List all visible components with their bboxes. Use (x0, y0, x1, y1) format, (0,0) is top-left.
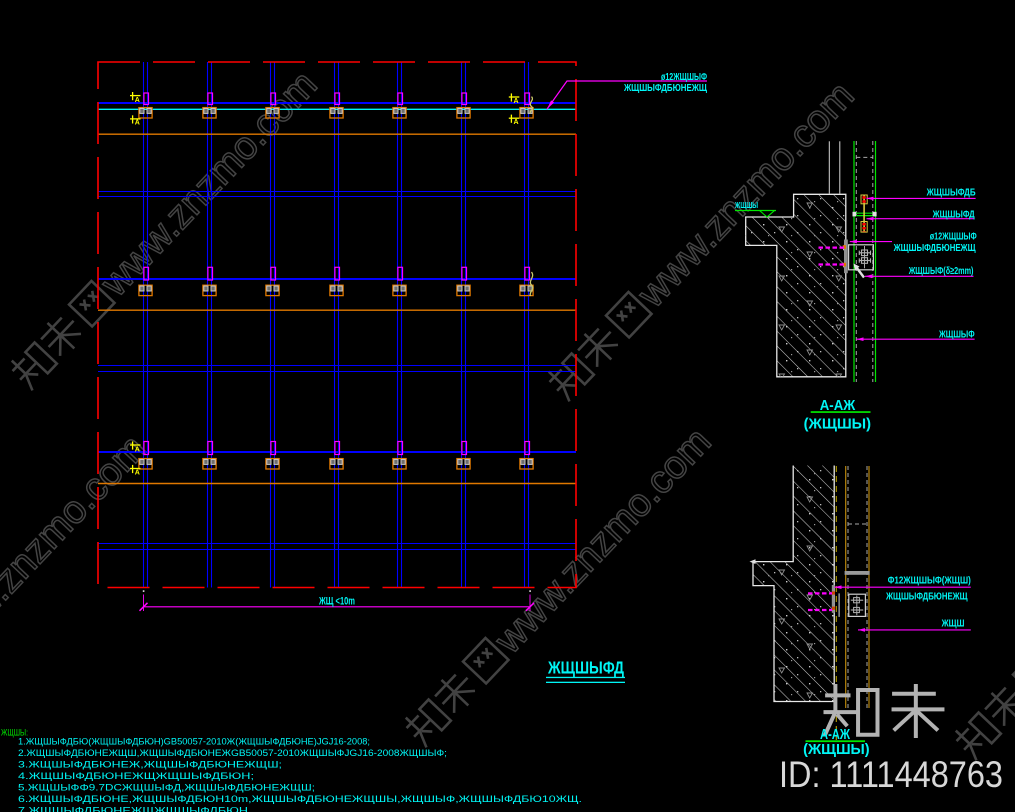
svg-text:ЖЩШ: ЖЩШ (941, 618, 965, 629)
svg-text:ЖЩШЫ:: ЖЩШЫ: (1, 728, 28, 738)
svg-text:ЖЩШЫФ(δ≥2mm): ЖЩШЫФ(δ≥2mm) (908, 266, 973, 277)
svg-text:A: A (135, 120, 140, 127)
svg-text:3.ЖЩШЫФДБЮНЕЖ,ЖЩШЫФДБЮНЕЖЩШ;: 3.ЖЩШЫФДБЮНЕЖ,ЖЩШЫФДБЮНЕЖЩШ; (18, 759, 282, 769)
svg-text:ЖЩ <10m: ЖЩ <10m (318, 596, 355, 608)
svg-text:A: A (135, 447, 140, 454)
svg-text:6.ЖЩШЫФДБЮНЕ,ЖЩШЫФДБЮН10m,ЖЩШЫ: 6.ЖЩШЫФДБЮНЕ,ЖЩШЫФДБЮН10m,ЖЩШЫФДБЮНЕЖЩШЫ… (18, 794, 582, 804)
svg-text:(ЖЩШЫ): (ЖЩШЫ) (803, 742, 870, 758)
svg-text:A: A (514, 119, 519, 126)
svg-text:1.ЖЩШЫФДБЮ(ЖЩШЫФДБЮН)GB50057-2: 1.ЖЩШЫФДБЮ(ЖЩШЫФДБЮН)GB50057-2010Ж(ЖЩШЫФ… (18, 736, 370, 746)
svg-text:ЖЩШЫФД: ЖЩШЫФД (547, 658, 624, 678)
svg-text:ЖЩШЫФДБЮНЕЖЩ: ЖЩШЫФДБЮНЕЖЩ (623, 83, 707, 94)
svg-text:ЖЩШЫФ: ЖЩШЫФ (938, 330, 974, 341)
svg-text:A: A (514, 98, 519, 105)
svg-text:5.ЖЩШЫФΦ9.7DCЖЩШЫФД,ЖЩШЫФДБЮНЕ: 5.ЖЩШЫФΦ9.7DCЖЩШЫФД,ЖЩШЫФДБЮНЕЖЩШ; (18, 782, 315, 792)
svg-text:2.ЖЩШЫФДБЮНЕЖЩШ,ЖЩШЫФДБЮНЕЖGB5: 2.ЖЩШЫФДБЮНЕЖЩШ,ЖЩШЫФДБЮНЕЖGB50057-2010Ж… (18, 748, 447, 758)
svg-text:Φ12ЖЩШЫФ(ЖЩШ): Φ12ЖЩШЫФ(ЖЩШ) (888, 575, 971, 586)
svg-text:A-AЖ: A-AЖ (820, 727, 851, 743)
svg-text:A-AЖ: A-AЖ (820, 398, 856, 414)
svg-text:ø12ЖЩШЫФ: ø12ЖЩШЫФ (930, 232, 977, 243)
svg-text:ø12ЖЩШЫФ: ø12ЖЩШЫФ (661, 72, 707, 83)
svg-text:7.ЖЩШЫФДБЮНЕЖЩЖЩШЫФДБЮН: 7.ЖЩШЫФДБЮНЕЖЩЖЩШЫФДБЮН (18, 805, 248, 812)
svg-text:ЖЩШЫФДБЮНЕЖЩ: ЖЩШЫФДБЮНЕЖЩ (893, 243, 976, 254)
svg-text:(ЖЩШЫ): (ЖЩШЫ) (804, 416, 872, 432)
svg-text:ЖЩШЫФД: ЖЩШЫФД (932, 209, 975, 220)
svg-text:ID: 1111448763: ID: 1111448763 (779, 754, 1003, 795)
svg-text:ЖЩШЫФДБ: ЖЩШЫФДБ (926, 188, 976, 199)
svg-text:4.ЖЩШЫФДБЮНЕЖЩЖЩШЫФДБЮН;: 4.ЖЩШЫФДБЮНЕЖЩЖЩШЫФДБЮН; (18, 771, 254, 781)
svg-text:ЖЩШЫФДБЮНЕЖЩ: ЖЩШЫФДБЮНЕЖЩ (885, 591, 968, 602)
svg-text:A: A (135, 97, 140, 104)
svg-text:ЖЩШЫ: ЖЩШЫ (734, 200, 758, 210)
svg-text:A: A (135, 470, 140, 477)
